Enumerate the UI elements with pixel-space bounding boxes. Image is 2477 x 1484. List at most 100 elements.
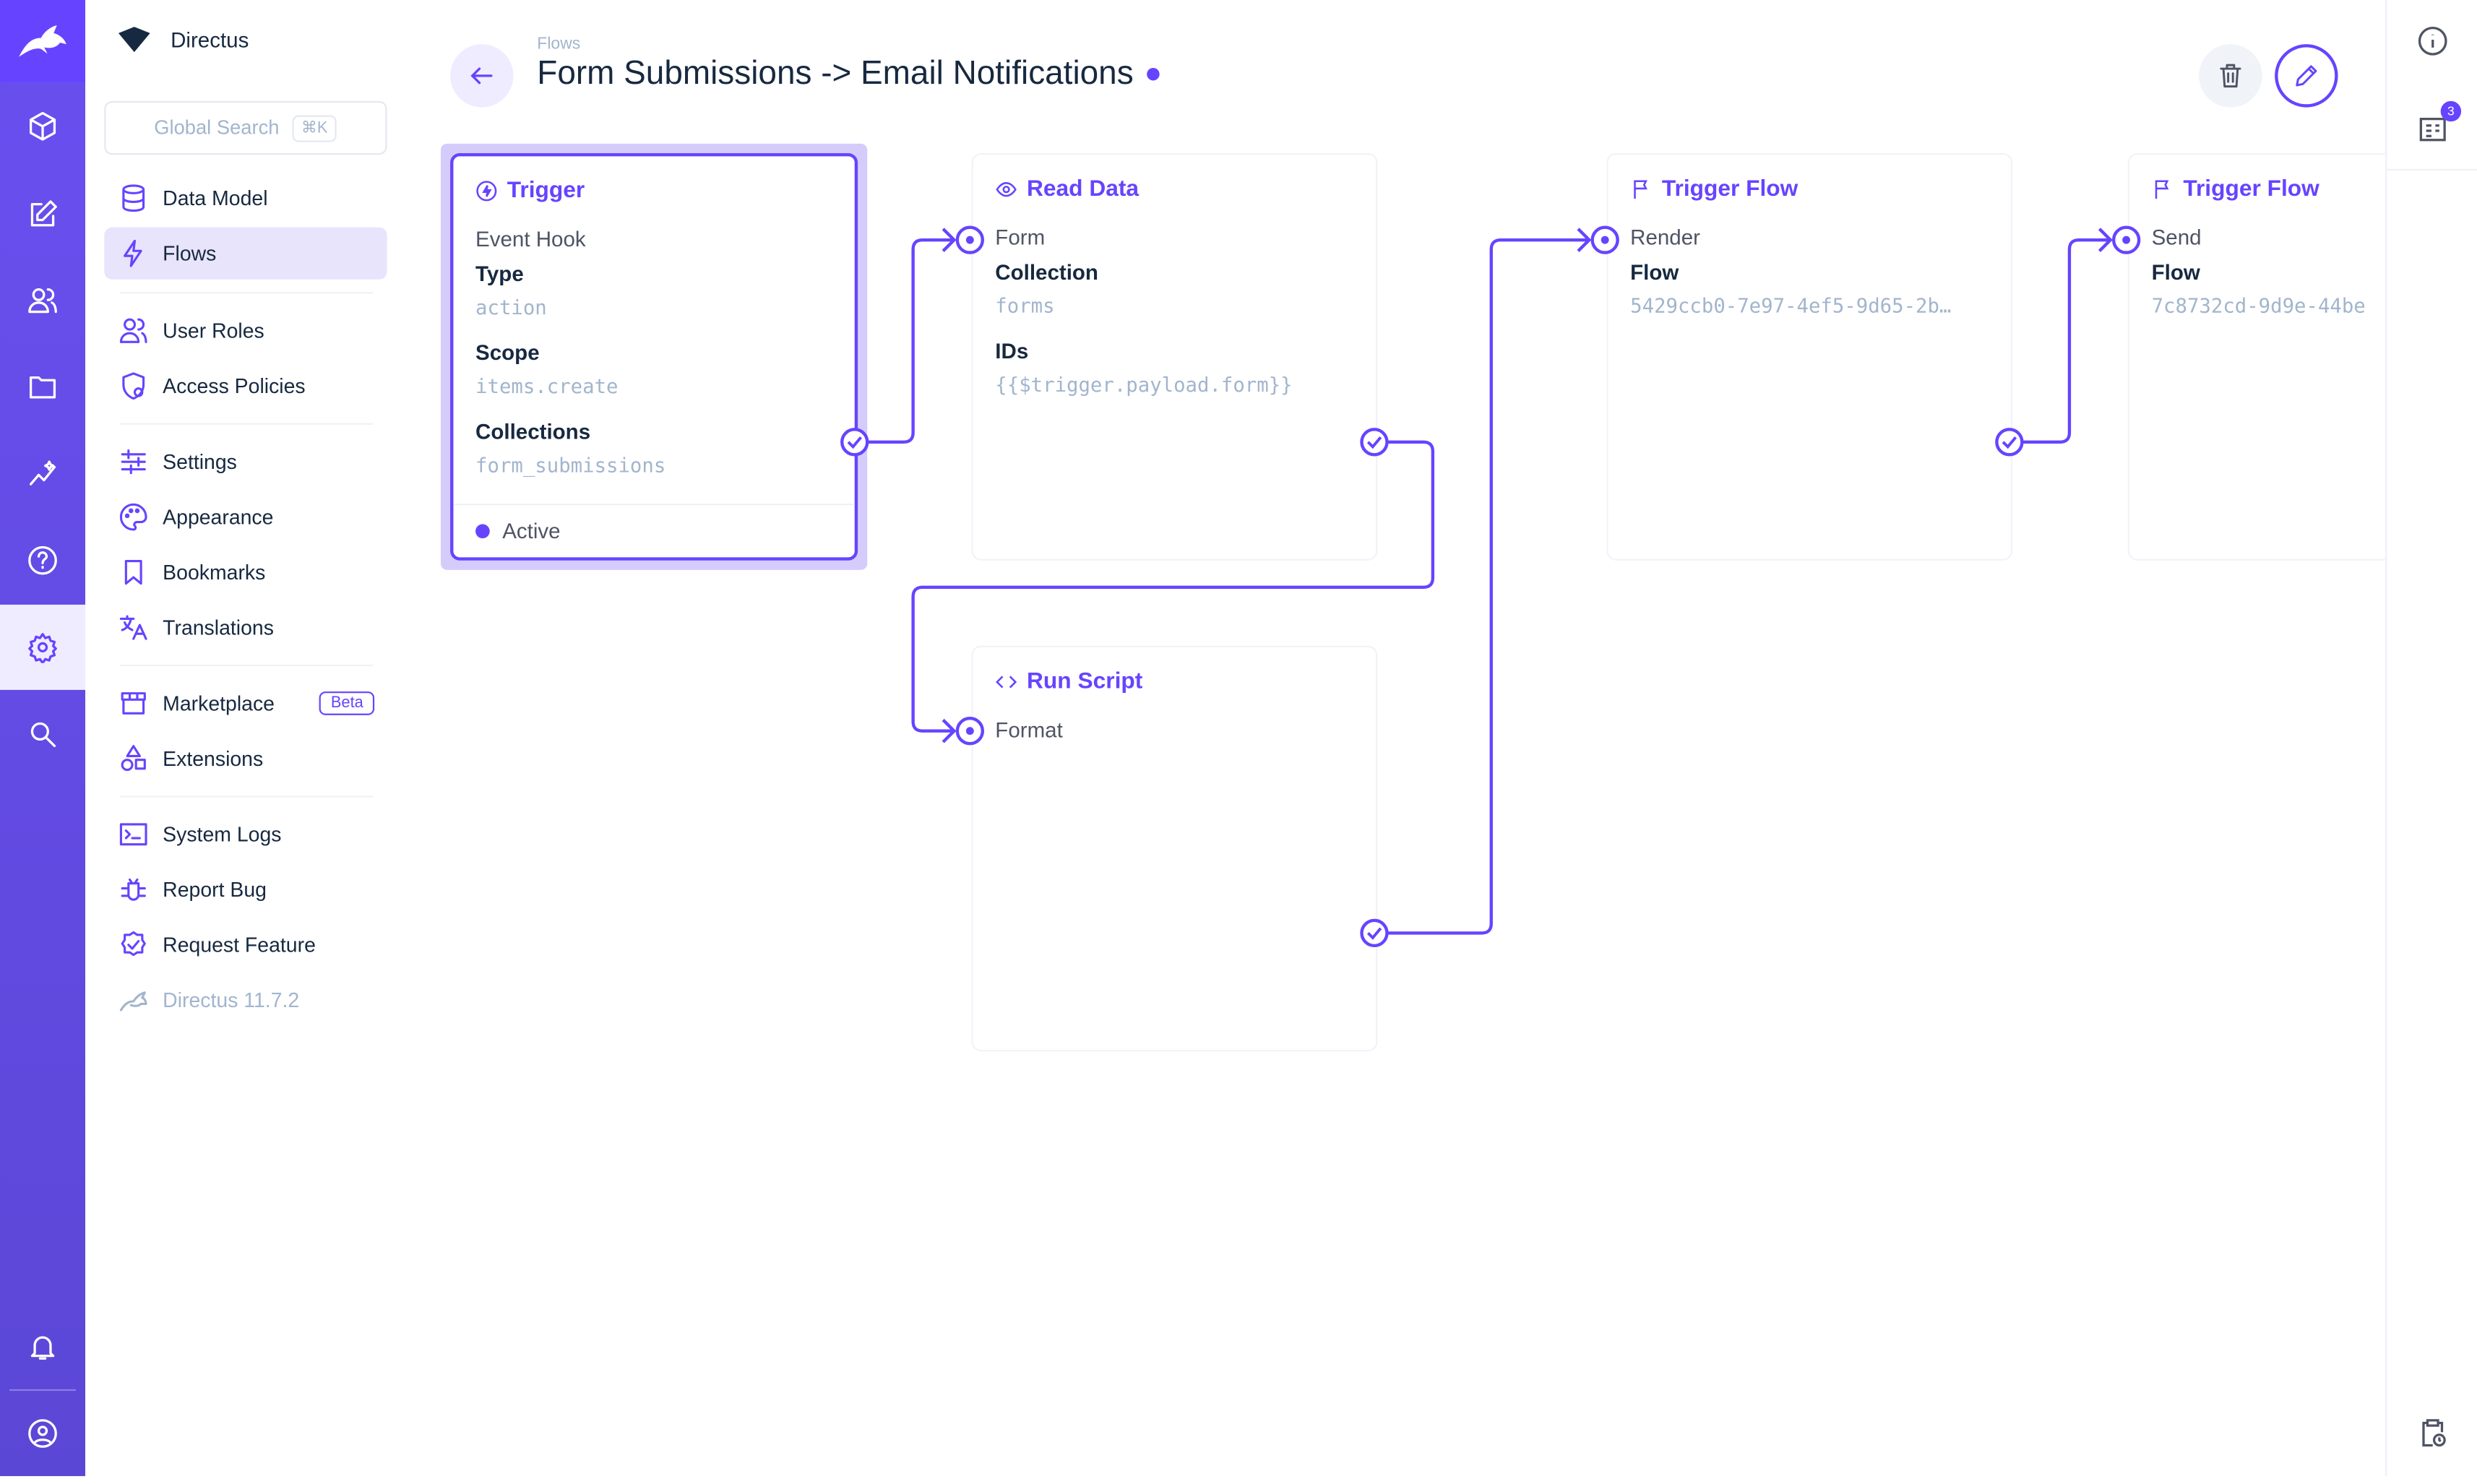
breadcrumb[interactable]: Flows: [537, 35, 581, 54]
project-header[interactable]: Directus: [117, 25, 249, 53]
page-title: Form Submissions -> Email Notifications: [537, 55, 1159, 92]
palette-icon: [119, 503, 147, 531]
verified-icon: [121, 931, 146, 957]
nav-divider: [120, 795, 373, 798]
field-value: action: [475, 295, 547, 319]
back-button[interactable]: [450, 44, 514, 108]
content-module-icon[interactable]: [0, 84, 85, 169]
nav-item-extensions[interactable]: Extensions: [104, 733, 387, 785]
info-icon[interactable]: [2414, 22, 2452, 60]
operation-trigger-flow-send[interactable]: Trigger Flow Send Flow 7c8732cd-9d9e-44b…: [2127, 152, 2386, 561]
nav-item-marketplace[interactable]: Marketplace Beta: [104, 677, 387, 729]
trigger-panel[interactable]: Trigger Event Hook Type action Scope ite…: [450, 152, 858, 561]
files-module-icon[interactable]: [0, 344, 85, 429]
nav-label: System Logs: [163, 822, 282, 847]
nav-item-data-model[interactable]: Data Model: [104, 172, 387, 224]
nav-item-access-policies[interactable]: Access Policies: [104, 360, 387, 412]
operation-read-data[interactable]: Read Data Form Collection forms IDs {{$t…: [971, 152, 1378, 561]
flag-icon: [1634, 180, 1647, 199]
nav-item-version[interactable]: Directus 11.7.2: [104, 974, 387, 1026]
nav-label: Request Feature: [163, 933, 316, 957]
field-label: Collection: [995, 260, 1098, 285]
nav-item-system-logs[interactable]: System Logs: [104, 808, 387, 860]
settings-navigation: Directus Global Search ⌘K Data Model Flo…: [85, 0, 419, 1477]
users-module-icon[interactable]: [0, 257, 85, 342]
eye-icon: [996, 182, 1017, 197]
search-placeholder: Global Search: [154, 116, 280, 139]
sidebar-top-section: [2387, 0, 2477, 171]
page-title-text: Form Submissions -> Email Notifications: [537, 55, 1134, 92]
project-logo-icon: [118, 27, 150, 53]
nav-label: Data Model: [163, 186, 268, 210]
sliders-icon: [121, 449, 146, 475]
search-shortcut: ⌘K: [291, 114, 337, 142]
module-bar: [0, 0, 86, 1477]
field-value: forms: [995, 293, 1055, 318]
nav-item-request-feature[interactable]: Request Feature: [104, 919, 387, 971]
translate-icon: [119, 615, 147, 640]
right-sidebar: 3: [2385, 0, 2477, 1477]
field-value: form_submissions: [475, 453, 666, 477]
global-search-input[interactable]: Global Search ⌘K: [104, 100, 387, 155]
nav-divider: [120, 423, 373, 425]
bolt-icon: [124, 239, 142, 267]
nav-label: Access Policies: [163, 374, 306, 398]
nav-item-user-roles[interactable]: User Roles: [104, 305, 387, 357]
connection-render-send: [2022, 228, 2113, 444]
panel-title: Run Script: [1027, 669, 1143, 695]
nav-label: Appearance: [163, 505, 274, 530]
panel-name: Format: [995, 718, 1063, 742]
panel-name: Form: [995, 225, 1046, 250]
panel-title: Trigger: [507, 178, 585, 204]
logs-icon[interactable]: 3: [2414, 100, 2462, 148]
nav-label: Report Bug: [163, 877, 267, 902]
nav-divider: [120, 664, 373, 667]
panel-title: Trigger Flow: [1661, 176, 1798, 202]
field-label: Scope: [475, 340, 540, 365]
rabbit-logo-icon: [19, 25, 66, 57]
panel-name: Send: [2151, 225, 2202, 250]
clipboard-clock-icon[interactable]: [2414, 1415, 2452, 1452]
nav-item-flows[interactable]: Flows: [104, 227, 387, 280]
insights-module-icon[interactable]: [0, 431, 85, 517]
nav-label: User Roles: [163, 319, 264, 343]
delete-button[interactable]: [2199, 44, 2262, 108]
user-avatar-icon[interactable]: [0, 1391, 85, 1476]
shield-icon: [122, 372, 145, 400]
operation-trigger-flow-render[interactable]: Trigger Flow Render Flow 5429ccb0-7e97-4…: [1606, 152, 2013, 561]
field-label: Flow: [2151, 260, 2200, 285]
edit-button[interactable]: [2275, 44, 2338, 108]
nav-item-appearance[interactable]: Appearance: [104, 491, 387, 543]
nav-item-report-bug[interactable]: Report Bug: [104, 863, 387, 915]
flow-canvas: Trigger Event Hook Type action Scope ite…: [440, 143, 2386, 1052]
nav-label: Settings: [163, 449, 237, 474]
field-value: items.create: [475, 374, 619, 398]
field-value: 5429ccb0-7e97-4ef5-9d65-2b…: [1630, 293, 1952, 318]
settings-module-icon[interactable]: [0, 604, 86, 690]
operation-run-script[interactable]: Run Script Format: [971, 645, 1378, 1052]
beta-badge: Beta: [319, 691, 375, 715]
edit-module-icon[interactable]: [0, 172, 85, 257]
active-dot: [475, 524, 490, 539]
nav-label: Extensions: [163, 746, 264, 771]
panel-title: Trigger Flow: [2183, 176, 2319, 202]
nav-item-settings[interactable]: Settings: [104, 436, 387, 488]
panel-title: Read Data: [1027, 176, 1140, 202]
panel-name: Event Hook: [475, 227, 586, 251]
help-module-icon[interactable]: [0, 518, 85, 603]
store-icon: [121, 692, 146, 715]
connection-trigger-read: [867, 228, 957, 444]
field-label: Type: [475, 262, 524, 286]
nav-label: Translations: [163, 616, 274, 639]
directus-logo[interactable]: [0, 0, 86, 82]
search-icon[interactable]: [0, 691, 85, 777]
nav-label: Marketplace: [163, 691, 275, 715]
status-text: Active: [502, 519, 561, 543]
pencil-icon: [2296, 65, 2317, 87]
field-label: IDs: [995, 339, 1029, 363]
bell-icon[interactable]: [0, 1304, 85, 1389]
nav-item-bookmarks[interactable]: Bookmarks: [104, 546, 387, 598]
nav-divider: [120, 292, 373, 294]
nav-item-translations[interactable]: Translations: [104, 602, 387, 654]
trigger-status[interactable]: Active: [453, 504, 855, 557]
